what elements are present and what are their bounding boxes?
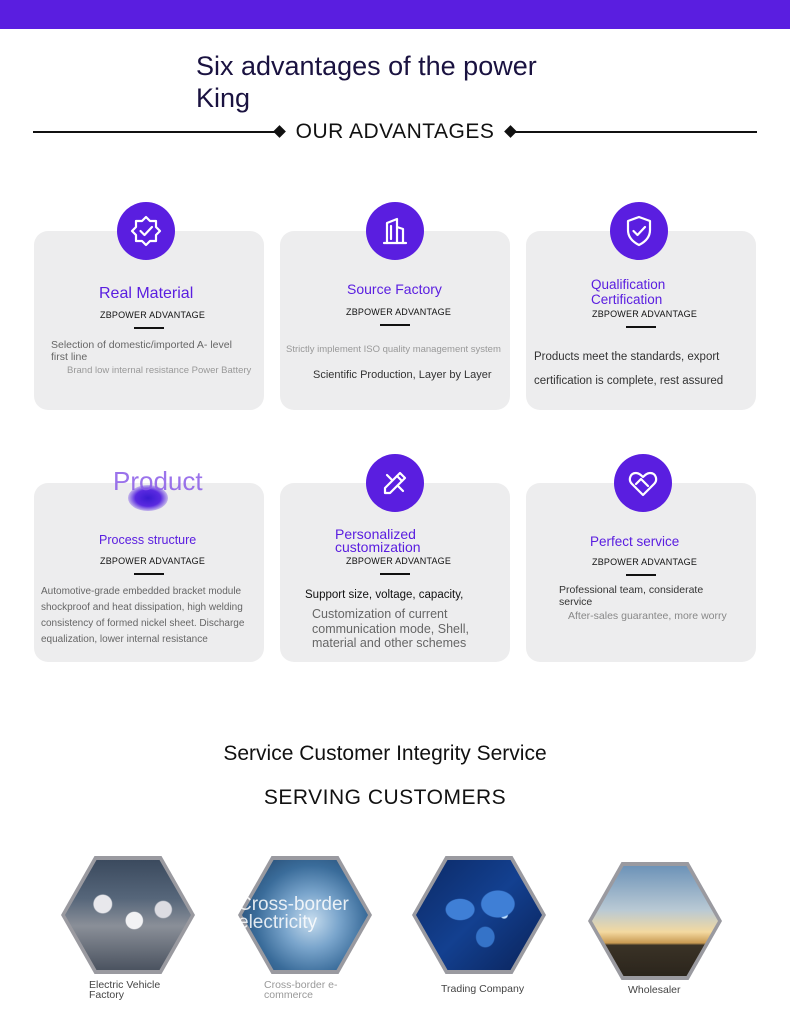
- card-title: Qualification Certification: [591, 277, 666, 307]
- card-underline: [626, 574, 656, 576]
- card-tag: ZBPOWER ADVANTAGE: [592, 309, 698, 319]
- card-underline: [134, 327, 164, 329]
- card-text-primary: Automotive-grade embedded bracket module…: [41, 586, 245, 645]
- customer-label: Trading Company: [441, 983, 525, 995]
- card-text-primary: Strictly implement ISO quality managemen…: [286, 344, 501, 355]
- card-text-secondary: After-sales guarantee, more worry: [568, 610, 727, 622]
- building-icon: [366, 202, 424, 260]
- card-text-secondary: Brand low internal resistance Power Batt…: [67, 365, 252, 376]
- divider-left: [33, 131, 281, 133]
- card-text-primary: Products meet the standards, export cert…: [534, 351, 724, 387]
- card-underline: [380, 573, 410, 575]
- card-tag: ZBPOWER ADVANTAGE: [346, 556, 452, 566]
- advantage-card-qualification: Qualification Certification ZBPOWER ADVA…: [526, 231, 756, 410]
- customer-label: Electric Vehicle Factory: [89, 979, 161, 1001]
- divider-right: [510, 131, 757, 133]
- card-title: Process structure: [99, 533, 197, 547]
- top-bar: [0, 0, 790, 29]
- card-title: Real Material: [99, 285, 194, 302]
- pencil-ruler-icon: [366, 454, 424, 512]
- customer-label: Cross-border e-commerce: [264, 979, 338, 1001]
- card-title: Personalized customization: [335, 526, 421, 555]
- card-tag: ZBPOWER ADVANTAGE: [100, 310, 206, 320]
- world-map-photo: [416, 860, 542, 970]
- advantages-subtitle: OUR ADVANTAGES: [295, 120, 495, 143]
- advantage-card-source-factory: Source Factory ZBPOWER ADVANTAGE Strictl…: [280, 231, 510, 410]
- shield-check-icon: [610, 202, 668, 260]
- card-title: Perfect service: [590, 534, 680, 549]
- advantage-card-personalized: Personalized customization ZBPOWER ADVAN…: [280, 483, 510, 662]
- card-title: Source Factory: [347, 281, 442, 297]
- card-text-primary: Support size, voltage, capacity,: [305, 589, 464, 601]
- cross-border-overlay-text: Cross-border electricity: [238, 894, 349, 933]
- customer-hex-cross-border: [238, 856, 372, 974]
- card-underline: [134, 573, 164, 575]
- customer-hex-wholesaler: [588, 862, 722, 980]
- page-title: Six advantages of the power King: [196, 51, 537, 113]
- customer-hex-trading-company: [412, 856, 546, 974]
- card-underline: [626, 326, 656, 328]
- badge-check-icon: [117, 202, 175, 260]
- service-subtitle: SERVING CUSTOMERS: [263, 786, 507, 809]
- card-tag: ZBPOWER ADVANTAGE: [346, 307, 452, 317]
- card-text-primary: Professional team, considerate service: [559, 584, 704, 608]
- advantage-card-real-material: Real Material ZBPOWER ADVANTAGE Selectio…: [34, 231, 264, 410]
- service-title: Service Customer Integrity Service: [223, 742, 547, 765]
- customer-label: Wholesaler: [628, 984, 681, 996]
- card-tag: ZBPOWER ADVANTAGE: [592, 557, 698, 567]
- factory-photo: [65, 860, 191, 970]
- card-text-secondary: Scientific Production, Layer by Layer: [313, 369, 492, 381]
- advantage-card-perfect-service: Perfect service ZBPOWER ADVANTAGE Profes…: [526, 483, 756, 662]
- card-text-primary: Selection of domestic/imported A- level …: [51, 339, 232, 363]
- product-overlay-text: Product: [113, 466, 203, 496]
- advantage-card-process-structure: Process structure ZBPOWER ADVANTAGE Auto…: [34, 483, 264, 662]
- card-text-secondary: Customization of current communication m…: [312, 607, 470, 650]
- diamond-left: [273, 125, 286, 138]
- card-tag: ZBPOWER ADVANTAGE: [100, 556, 206, 566]
- product-blob: [128, 485, 168, 511]
- customer-hex-electric-vehicle-factory: [61, 856, 195, 974]
- business-people-photo: [592, 866, 718, 976]
- card-underline: [380, 324, 410, 326]
- heart-handshake-icon: [614, 454, 672, 512]
